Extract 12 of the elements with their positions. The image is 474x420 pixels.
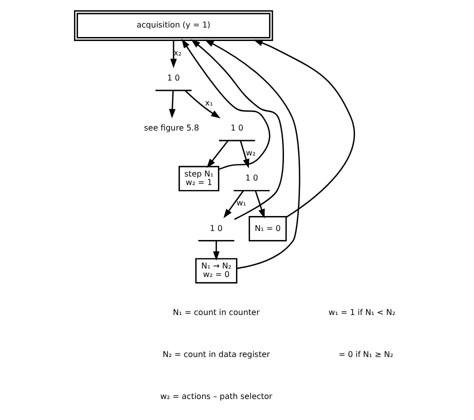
arrow: [184, 90, 220, 118]
arrow: [190, 39, 284, 220]
arrow: [170, 40, 176, 68]
arrow: [222, 190, 244, 218]
arrow: [206, 140, 228, 168]
arrow: [239, 140, 249, 168]
arrow: [181, 38, 270, 170]
arrow: [168, 90, 176, 118]
arrow: [252, 40, 354, 218]
arrow: [204, 40, 300, 270]
arrow: [212, 240, 220, 261]
arrow: [254, 190, 264, 218]
